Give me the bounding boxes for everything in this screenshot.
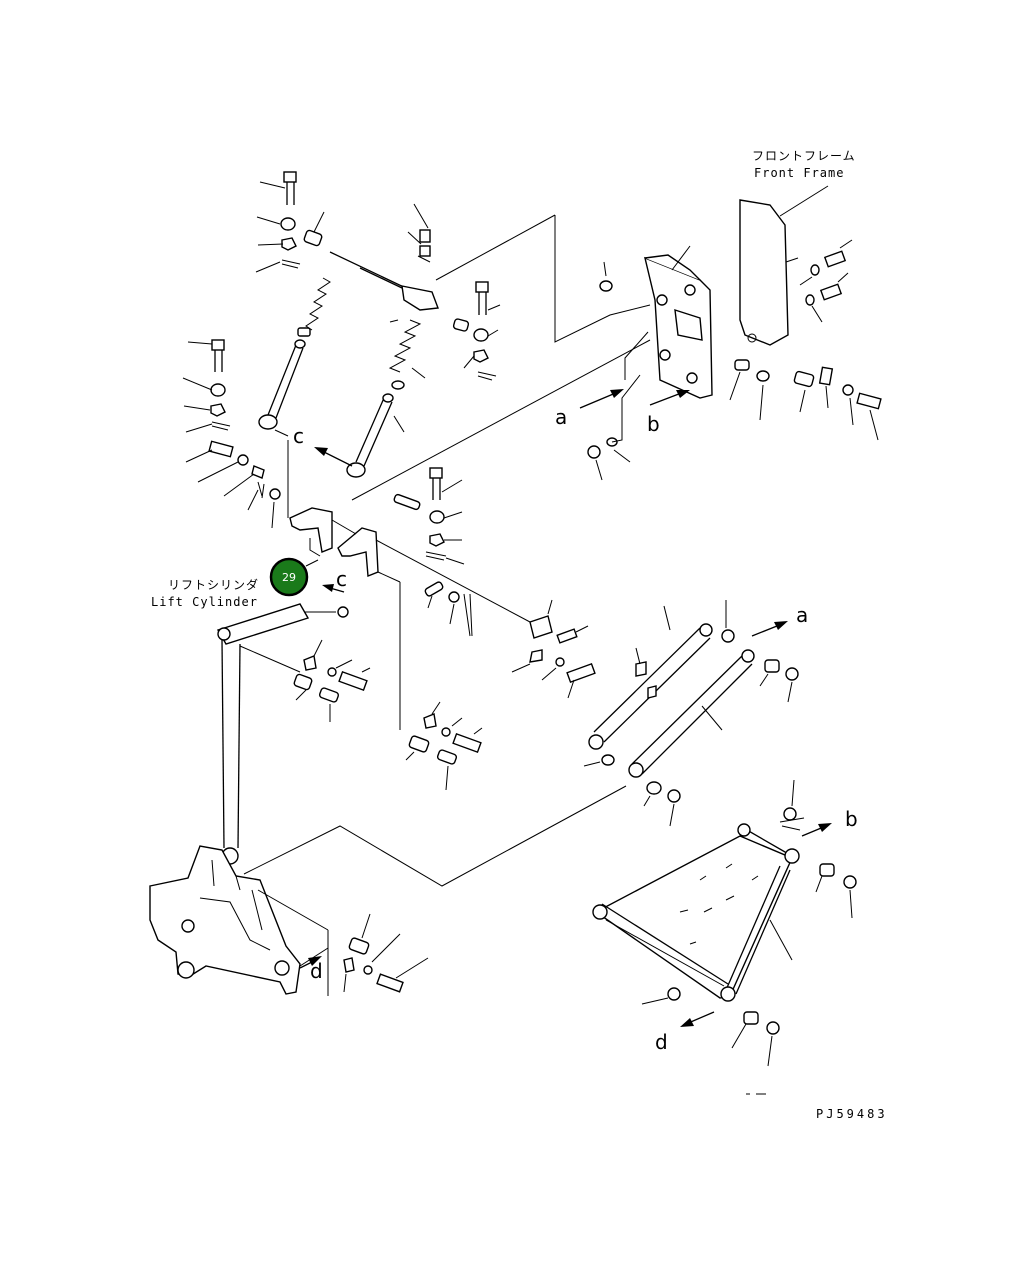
connection-mark-a-right: a xyxy=(796,603,808,627)
callout-29-badge[interactable]: 29 xyxy=(269,557,309,597)
base-leader xyxy=(243,785,627,887)
front-frame-label-en: Front Frame xyxy=(754,166,844,180)
upper-bracket xyxy=(644,245,713,399)
connection-mark-d-left: d xyxy=(310,959,323,983)
bracket-pins xyxy=(729,359,882,441)
front-frame-label-jp: フロントフレーム xyxy=(752,149,856,163)
pedal-plate-nuts xyxy=(641,779,857,1067)
right-pedal-arm xyxy=(346,393,405,478)
link-rod-lower xyxy=(628,649,755,778)
lift-cylinder-label-jp: リフトシリンダ xyxy=(168,577,259,592)
top-pins xyxy=(407,203,431,263)
rod-lower-nuts xyxy=(643,659,799,827)
center-bolts xyxy=(393,467,465,565)
upper-pin-spring xyxy=(297,211,439,390)
vertical-linkage-rod xyxy=(221,639,241,865)
connection-mark-a-top: a xyxy=(555,405,567,429)
lift-cylinder xyxy=(216,603,349,645)
left-pedal-arm xyxy=(258,339,306,437)
lift-cylinder-label-en: Lift Cylinder xyxy=(151,595,258,609)
mount-bracket-right xyxy=(331,519,531,730)
connection-mark-c-top: c xyxy=(293,424,304,448)
pedal-base-bracket xyxy=(149,845,329,996)
drawing-number: PJ59483 xyxy=(816,1107,888,1121)
link-rod-upper xyxy=(583,605,713,767)
left-bolts-column xyxy=(182,339,281,529)
rod-upper-nut xyxy=(721,629,735,643)
connection-mark-c-middle: c xyxy=(336,567,347,591)
connection-mark-b-top: b xyxy=(647,412,660,436)
callout-29-number: 29 xyxy=(282,571,296,584)
center-lower-pins xyxy=(405,701,483,791)
bracket-side-pins xyxy=(424,581,596,699)
cylinder-rod-leader xyxy=(239,645,301,673)
lower-bracket-nuts xyxy=(587,437,631,481)
connection-mark-b-right: b xyxy=(845,807,858,831)
pedal-base-pins xyxy=(343,913,429,993)
left-lower-pins xyxy=(293,639,371,722)
center-top-bolt xyxy=(452,281,501,381)
upper-left-bolt xyxy=(255,171,301,273)
front-frame-plate xyxy=(739,185,829,346)
pedal-plate xyxy=(592,823,800,1002)
mount-bracket-left xyxy=(287,440,333,557)
bracket-nut-upper xyxy=(599,280,613,292)
frame-bolts xyxy=(799,239,853,323)
connection-mark-d-right: d xyxy=(655,1030,668,1054)
